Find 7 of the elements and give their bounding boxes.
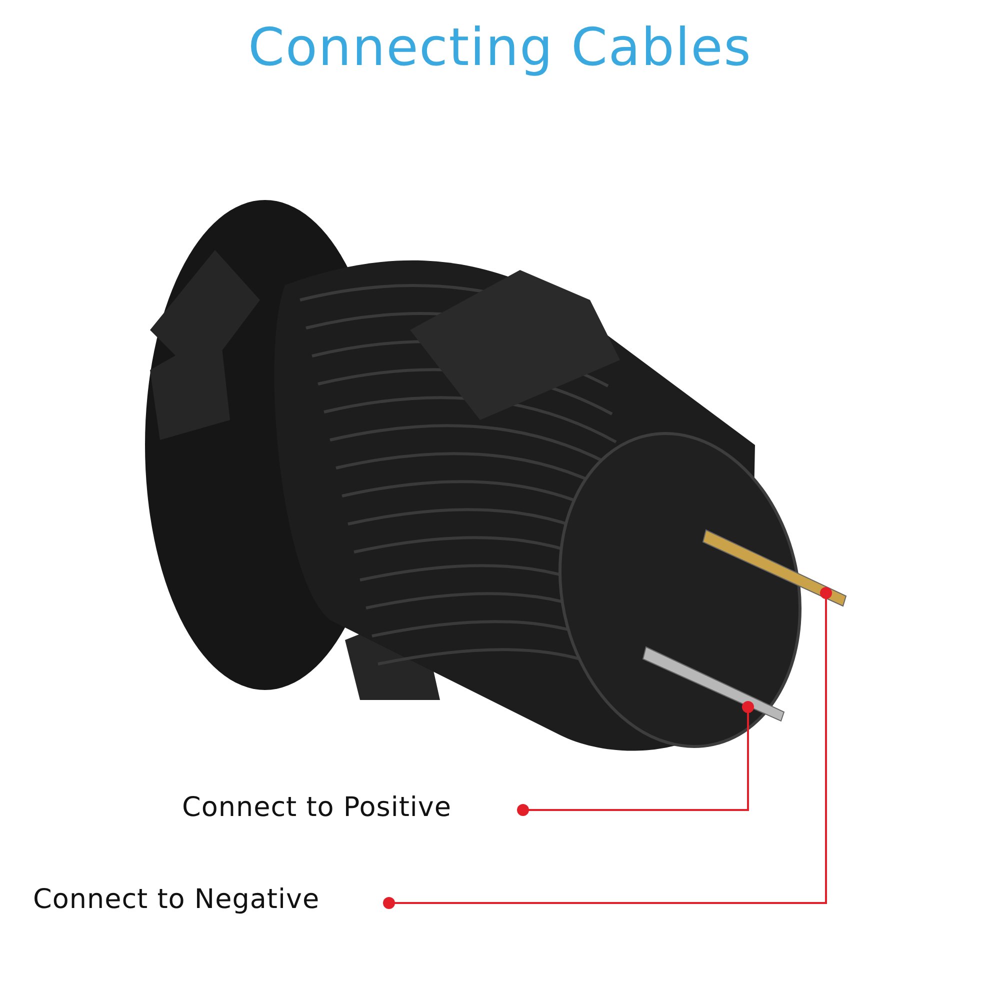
callout-label: Connect to Negative [33, 884, 320, 915]
callout-label: Connect to Positive [182, 792, 452, 823]
pin-terminal [702, 529, 847, 607]
pin-terminal [642, 646, 785, 722]
leader-line [383, 587, 832, 909]
leader-line [517, 701, 754, 816]
title: Connecting Cables [248, 18, 752, 78]
